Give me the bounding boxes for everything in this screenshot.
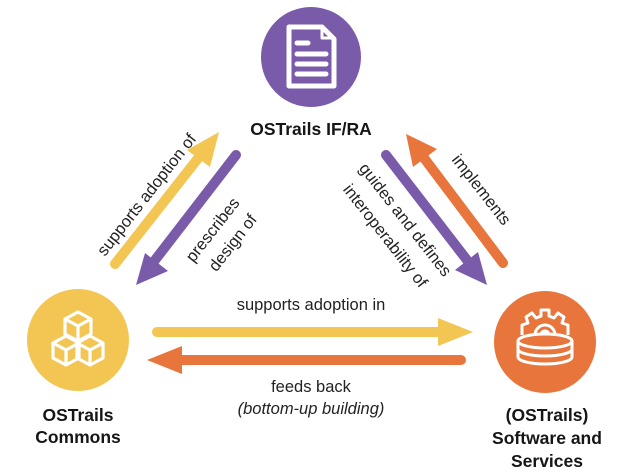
commons-label-line-1: OSTrails bbox=[42, 405, 114, 425]
label-software-to-commons-line-1: feeds back bbox=[271, 378, 351, 396]
arrow-software-to-ifra bbox=[406, 134, 508, 268]
label-software-to-commons-line-2: (bottom-up building) bbox=[237, 400, 385, 418]
node-ifra bbox=[261, 7, 361, 107]
arrow-ifra-to-software bbox=[381, 150, 487, 285]
label-commons-to-software: supports adoption in bbox=[236, 296, 386, 314]
ifra-label: OSTrails IF/RA bbox=[211, 118, 411, 140]
software-label-line-2: Software and bbox=[492, 428, 602, 448]
commons-label: OSTrails Commons bbox=[0, 404, 156, 448]
software-label-line-1: (OSTrails) bbox=[505, 405, 589, 425]
cubes-icon bbox=[51, 310, 105, 367]
commons-label-line-2: Commons bbox=[35, 427, 121, 447]
arrow-ifra-to-commons bbox=[136, 150, 241, 285]
document-icon bbox=[286, 24, 337, 89]
arrow-software-to-commons bbox=[147, 346, 466, 374]
arrow-commons-to-software bbox=[152, 318, 473, 346]
gear-database-icon bbox=[516, 308, 574, 366]
node-software bbox=[494, 291, 596, 393]
node-commons bbox=[27, 289, 129, 391]
software-label-line-3: Services bbox=[510, 451, 583, 471]
software-label: (OSTrails) Software and Services bbox=[467, 404, 624, 473]
arrow-commons-to-ifra bbox=[110, 132, 219, 269]
ifra-circle bbox=[261, 7, 361, 107]
ifra-label-line: OSTrails IF/RA bbox=[250, 119, 372, 139]
software-circle bbox=[494, 291, 596, 393]
